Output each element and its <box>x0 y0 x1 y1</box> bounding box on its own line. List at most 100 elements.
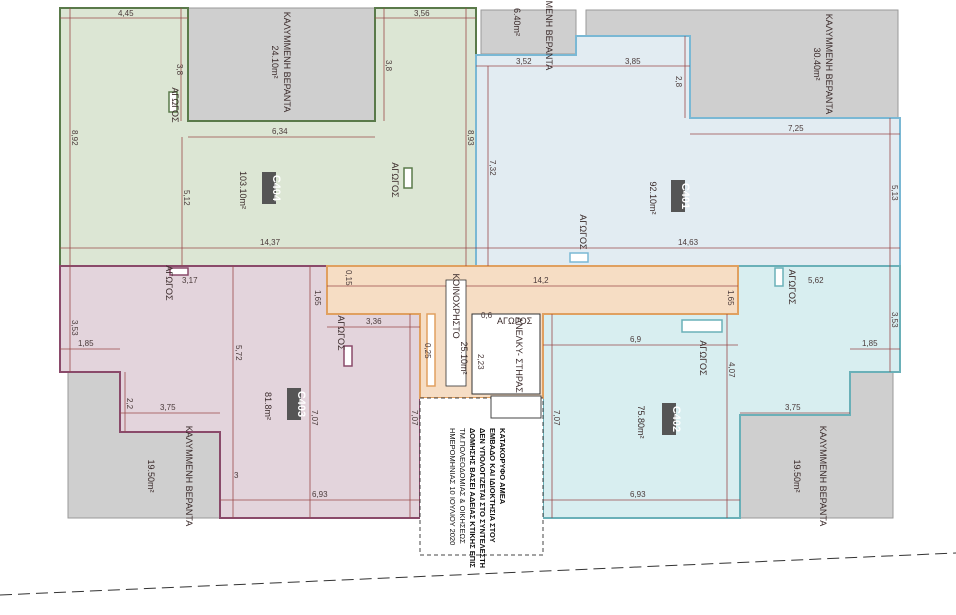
svg-text:5,72: 5,72 <box>234 345 243 361</box>
svg-text:C401: C401 <box>679 183 691 209</box>
svg-text:3,85: 3,85 <box>625 57 641 66</box>
svg-text:5,62: 5,62 <box>808 276 824 285</box>
shaft-label: ΑΓΩΓΟΣ <box>497 316 533 326</box>
svg-text:3,53: 3,53 <box>70 320 79 336</box>
svg-text:6,93: 6,93 <box>630 490 646 499</box>
svg-text:ΚΑΛΥΜΜΕΝΗ ΒΕΡΑΝΤΑ: ΚΑΛΥΜΜΕΝΗ ΒΕΡΑΝΤΑ <box>824 14 834 115</box>
svg-text:7,07: 7,07 <box>410 410 419 426</box>
svg-text:ΔΟΜΗΣΗΣ ΒΑΣΕΙ ΑΔΕΙΑΣ ΚΤΙΚΗΣ ΕΠ: ΔΟΜΗΣΗΣ ΒΑΣΕΙ ΑΔΕΙΑΣ ΚΤΙΚΗΣ ΕΠΙΣ <box>468 428 477 568</box>
shaft-box <box>169 267 189 276</box>
svg-text:3,8: 3,8 <box>175 64 184 76</box>
svg-text:1,65: 1,65 <box>726 290 735 306</box>
shaft-label: ΑΓΩΓΟΣ <box>390 162 400 198</box>
shaft-label: ΑΓΩΓΟΣ <box>698 340 708 376</box>
shaft-box <box>168 91 178 113</box>
dimension-labels-vertical: 3,8 3,8 2,8 8,92 8,93 5,12 7,32 5,13 0,1… <box>70 60 899 426</box>
svg-text:ΔΕΝ ΥΠΟΛΟΓΙΖΕΤΑΙ ΣΤΟ ΣΥΝΤΕΛΕΣΤ: ΔΕΝ ΥΠΟΛΟΓΙΖΕΤΑΙ ΣΤΟ ΣΥΝΤΕΛΕΣΤΗ <box>478 428 487 568</box>
svg-text:ΚΑΛΥΜΜΕΝΗ ΒΕΡΑΝΤΑ: ΚΑΛΥΜΜΕΝΗ ΒΕΡΑΝΤΑ <box>184 426 194 527</box>
svg-text:30.40m²: 30.40m² <box>812 47 822 80</box>
svg-text:8,92: 8,92 <box>70 130 79 146</box>
veranda-ne-label: ΚΑΛΥΜΜΕΝΗ ΒΕΡΑΝΤΑ 30.40m² <box>812 14 834 115</box>
svg-text:0,15: 0,15 <box>344 270 353 286</box>
svg-text:ΕΜΒΑΔΟ ΚΑΙ ΙΔΙΟΚΤΗΣΙΑ ΣΤΟΥ: ΕΜΒΑΔΟ ΚΑΙ ΙΔΙΟΚΤΗΣΙΑ ΣΤΟΥ <box>488 428 497 543</box>
svg-text:6,34: 6,34 <box>272 127 288 136</box>
svg-text:3,36: 3,36 <box>366 317 382 326</box>
svg-text:5,12: 5,12 <box>182 190 191 206</box>
svg-text:7,07: 7,07 <box>310 410 319 426</box>
svg-text:6.40m²: 6.40m² <box>512 8 522 36</box>
svg-text:ΚΑΛΥΜΜΕΝΗ ΒΕΡΑΝΤΑ: ΚΑΛΥΜΜΕΝΗ ΒΕΡΑΝΤΑ <box>818 426 828 527</box>
svg-text:4,45: 4,45 <box>118 9 134 18</box>
common-area-label: ΚΟΙΝΟΧΡΗΣΤΟ 25.10m² <box>445 273 469 387</box>
svg-text:C404: C404 <box>270 175 282 202</box>
shaft-label: ΑΓΩΓΟΣ <box>170 87 180 123</box>
svg-text:ΚΑΛΥΜΜΕΝΗ ΒΕΡΑΝΤΑ: ΚΑΛΥΜΜΕΝΗ ΒΕΡΑΝΤΑ <box>544 0 554 70</box>
svg-text:14,2: 14,2 <box>533 276 549 285</box>
svg-text:5,13: 5,13 <box>890 185 899 201</box>
dimension-lines <box>60 8 900 518</box>
shaft-box <box>681 319 723 333</box>
svg-text:4,07: 4,07 <box>727 362 736 378</box>
svg-text:75.80m²: 75.80m² <box>636 405 646 438</box>
svg-text:103.10m²: 103.10m² <box>238 171 248 209</box>
svg-text:14,37: 14,37 <box>260 238 281 247</box>
svg-text:19.50m²: 19.50m² <box>792 459 802 492</box>
svg-text:1,65: 1,65 <box>313 290 322 306</box>
svg-text:2,2: 2,2 <box>125 398 134 410</box>
svg-text:6,93: 6,93 <box>312 490 328 499</box>
svg-text:ΗΜΕΡΟΜΗΝΙΑΣ 10 ΙΟΥΛΙΟΥ 2020: ΗΜΕΡΟΜΗΝΙΑΣ 10 ΙΟΥΛΙΟΥ 2020 <box>448 428 457 545</box>
stair-box <box>490 395 542 419</box>
svg-text:2,23: 2,23 <box>476 354 485 370</box>
shaft-box <box>343 345 353 367</box>
svg-text:ΚΑΤΑΚΟΡΥΦΟ ΑΜΕΑ: ΚΑΤΑΚΟΡΥΦΟ ΑΜΕΑ <box>498 428 507 505</box>
shaft-box <box>774 267 784 287</box>
veranda-n-small-label: ΚΑΛΥΜΜΕΝΗ ΒΕΡΑΝΤΑ 6.40m² <box>512 0 554 70</box>
shaft-box <box>426 313 436 387</box>
elevator-box <box>471 313 541 395</box>
shaft-label: ΑΓΩΓΟΣ <box>787 269 797 305</box>
shaft-box <box>403 167 413 189</box>
svg-text:3: 3 <box>234 471 239 480</box>
svg-text:3,56: 3,56 <box>414 9 430 18</box>
svg-text:1,85: 1,85 <box>78 339 94 348</box>
svg-text:92.10m²: 92.10m² <box>648 181 658 214</box>
svg-text:C402: C402 <box>670 406 682 432</box>
property-boundary-line <box>0 552 956 596</box>
svg-text:ΤΜ.ΠΟΛΕΟΔΟΜΙΑΣ & ΟΙΚΗΣΕΩΣ: ΤΜ.ΠΟΛΕΟΔΟΜΙΑΣ & ΟΙΚΗΣΕΩΣ <box>458 428 467 544</box>
veranda-sw-label: ΚΑΛΥΜΜΕΝΗ ΒΕΡΑΝΤΑ 19.50m² <box>146 426 194 527</box>
unit-c401-badge: C401 92.10m² <box>648 180 691 215</box>
svg-text:3,8: 3,8 <box>384 60 393 72</box>
svg-text:24.10m²: 24.10m² <box>270 45 280 78</box>
stair-outline <box>419 397 544 556</box>
svg-text:81.8m²: 81.8m² <box>263 392 273 420</box>
stair-note: ΚΑΤΑΚΟΡΥΦΟ ΑΜΕΑ ΕΜΒΑΔΟ ΚΑΙ ΙΔΙΟΚΤΗΣΙΑ ΣΤ… <box>448 428 507 568</box>
svg-text:7,25: 7,25 <box>788 124 804 133</box>
svg-text:ΚΑΛΥΜΜΕΝΗ ΒΕΡΑΝΤΑ: ΚΑΛΥΜΜΕΝΗ ΒΕΡΑΝΤΑ <box>282 12 292 113</box>
veranda-se-label: ΚΑΛΥΜΜΕΝΗ ΒΕΡΑΝΤΑ 19.50m² <box>792 426 828 527</box>
unit-c404-badge: C404 103.10m² <box>238 171 282 209</box>
svg-text:3,75: 3,75 <box>160 403 176 412</box>
svg-text:8,93: 8,93 <box>466 130 475 146</box>
svg-text:3,75: 3,75 <box>785 403 801 412</box>
svg-text:2,8: 2,8 <box>674 76 683 88</box>
svg-text:7,07: 7,07 <box>552 410 561 426</box>
veranda-nw <box>187 7 376 122</box>
svg-text:3,53: 3,53 <box>890 312 899 328</box>
elevator-label: ΑΝΕΛΚΥ- ΣΤΗΡΑΣ <box>514 317 524 393</box>
svg-text:19.50m²: 19.50m² <box>146 459 156 492</box>
shaft-label: ΑΓΩΓΟΣ <box>164 265 174 301</box>
veranda-nw-label: ΚΑΛΥΜΜΕΝΗ ΒΕΡΑΝΤΑ 24.10m² <box>270 12 292 113</box>
svg-text:0,6: 0,6 <box>481 311 493 320</box>
svg-text:C403: C403 <box>295 391 307 417</box>
unit-c403-badge: C403 81.8m² <box>263 388 307 420</box>
svg-text:14,63: 14,63 <box>678 238 699 247</box>
dimension-labels: 4,45 3,56 3,52 3,85 6,34 7,25 14,37 14,6… <box>78 9 878 499</box>
shaft-box <box>569 252 589 263</box>
svg-text:0,25: 0,25 <box>423 343 432 359</box>
svg-text:1,85: 1,85 <box>862 339 878 348</box>
svg-text:ΚΟΙΝΟΧΡΗΣΤΟ: ΚΟΙΝΟΧΡΗΣΤΟ <box>451 273 461 338</box>
svg-text:25.10m²: 25.10m² <box>459 341 469 374</box>
shaft-label: ΑΓΩΓΟΣ <box>336 315 346 351</box>
svg-text:3,52: 3,52 <box>516 57 532 66</box>
